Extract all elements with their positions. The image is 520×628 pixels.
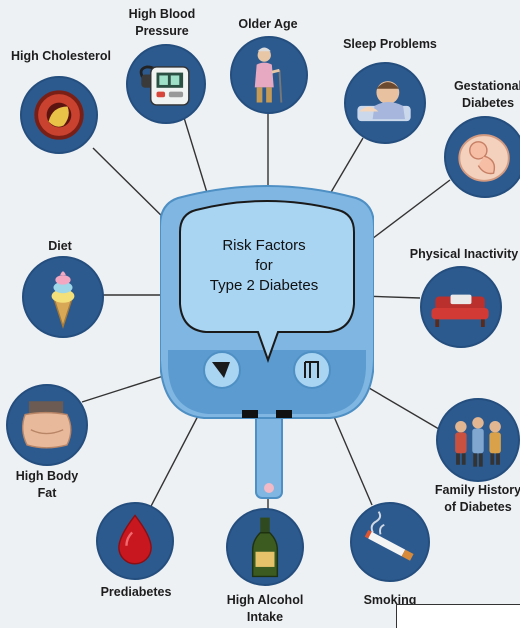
label-gestational-diabetes: Gestational Diabetes xyxy=(453,79,520,110)
cigarette-icon xyxy=(364,511,414,561)
node-high-blood-pressure xyxy=(126,44,206,124)
node-high-alcohol-intake xyxy=(226,508,304,586)
node-smoking xyxy=(350,502,430,582)
frame-corner xyxy=(396,604,520,628)
label-family-history: Family History of Diabetes xyxy=(434,483,520,514)
blood-drop-icon xyxy=(118,514,152,565)
label-sleep-problems: Sleep Problems xyxy=(343,37,437,51)
sleepless-person-icon xyxy=(357,81,411,122)
label-high-cholesterol: High Cholesterol xyxy=(10,49,111,63)
label-prediabetes: Prediabetes xyxy=(100,585,172,599)
glucose-meter-icon xyxy=(160,185,374,499)
title-line-3: Type 2 Diabetes xyxy=(209,277,319,294)
ice-cream-icon xyxy=(51,271,75,329)
label-high-alcohol-intake: High Alcohol Intake xyxy=(226,593,304,624)
node-prediabetes xyxy=(96,502,174,580)
family-icon xyxy=(455,417,501,467)
blood-pressure-monitor-icon xyxy=(139,65,190,106)
node-sleep-problems xyxy=(344,62,426,144)
node-older-age xyxy=(230,36,308,114)
label-high-blood-pressure: High Blood Pressure xyxy=(128,7,196,38)
label-older-age: Older Age xyxy=(238,17,298,31)
couch-icon xyxy=(431,294,489,327)
belly-fat-icon xyxy=(22,401,72,449)
node-family-history xyxy=(436,398,520,482)
fetus-icon xyxy=(458,134,510,182)
node-physical-inactivity xyxy=(420,266,502,348)
elderly-person-icon xyxy=(254,47,283,103)
node-gestational-diabetes xyxy=(444,116,520,198)
label-physical-inactivity: Physical Inactivity xyxy=(409,247,519,261)
label-smoking: Smoking xyxy=(363,593,417,607)
meter-title: Risk Factors for Type 2 Diabetes xyxy=(188,236,340,296)
node-high-body-fat xyxy=(6,384,88,466)
artery-plaque-icon xyxy=(34,90,84,140)
label-high-body-fat: High Body Fat xyxy=(15,469,79,500)
title-line-1: Risk Factors xyxy=(222,237,306,254)
node-high-cholesterol xyxy=(20,76,98,154)
bottle-icon xyxy=(251,517,279,578)
node-diet xyxy=(22,256,104,338)
title-line-2: for xyxy=(255,257,273,274)
label-diet: Diet xyxy=(48,239,72,253)
